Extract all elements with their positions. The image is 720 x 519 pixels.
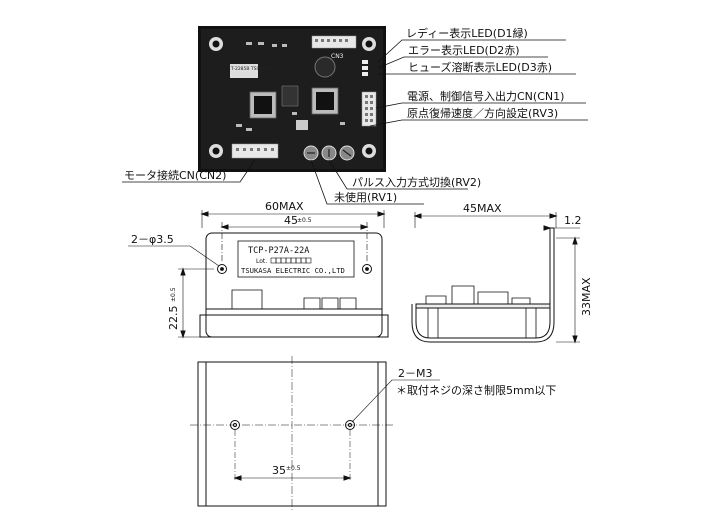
dim-hole-pitch-top-tol: ±0.5 bbox=[297, 217, 312, 224]
led-d3 bbox=[362, 72, 368, 76]
dim-hole-pitch-bottom-tol: ±0.5 bbox=[286, 465, 301, 472]
dim-hole-height: 22.5 bbox=[167, 306, 180, 331]
inductor bbox=[314, 56, 336, 78]
ic-label-sticker bbox=[230, 64, 258, 78]
pcb-photo: CN3 T-2285B TSUKASA bbox=[198, 26, 386, 172]
led-d1 bbox=[362, 60, 368, 64]
dim-hole-pitch-top: 45 bbox=[284, 214, 298, 227]
callout-error-led: エラー表示LED(D2赤) bbox=[408, 43, 520, 57]
callout-power-cn: 電源、制御信号入出力CN(CN1) bbox=[407, 89, 564, 103]
callout-ready-led: レディー表示LED(D1緑) bbox=[406, 26, 528, 40]
dim-hole-dia: 2－φ3.5 bbox=[131, 233, 174, 246]
cn2-connector bbox=[231, 143, 279, 159]
side-view bbox=[411, 212, 580, 344]
nameplate-model: TCP-P27A-22A bbox=[248, 246, 309, 256]
callout-fuse-led: ヒューズ溶断表示LED(D3赤) bbox=[408, 60, 552, 74]
led-d2 bbox=[362, 66, 368, 70]
dim-height-max: 33MAX bbox=[580, 277, 593, 316]
dim-hole-height-tol: ±0.5 bbox=[170, 287, 177, 302]
bottom-view bbox=[190, 356, 440, 512]
callout-motor-cn: モータ接続CN(CN2) bbox=[124, 168, 226, 182]
dim-tap-label: 2－M3 bbox=[398, 367, 433, 380]
nameplate-maker: TSUKASA ELECTRIC CO.,LTD bbox=[241, 266, 345, 275]
dim-width-max: 60MAX bbox=[265, 200, 304, 213]
callout-unused-rv: 未使用(RV1) bbox=[334, 191, 397, 204]
callout-leaders bbox=[122, 39, 588, 205]
cn3-label: CN3 bbox=[331, 53, 344, 60]
dim-depth-max: 45MAX bbox=[463, 202, 502, 215]
dim-hole-pitch-bottom: 35 bbox=[272, 464, 286, 477]
nameplate-lot: Lot. bbox=[256, 258, 267, 265]
ic-label-text: T-2285B TSUKASA bbox=[230, 66, 273, 72]
cn1-connector bbox=[361, 91, 377, 127]
dim-tap-note: ＊取付ネジの深さ制限5mm以下 bbox=[396, 384, 556, 397]
callout-pulse-rv: パルス入力方式切換(RV2) bbox=[352, 175, 481, 189]
front-view bbox=[128, 210, 389, 339]
dim-plate-thickness: 1.2 bbox=[564, 214, 582, 227]
callout-origin-rv: 原点復帰速度／方向設定(RV3) bbox=[407, 106, 558, 120]
